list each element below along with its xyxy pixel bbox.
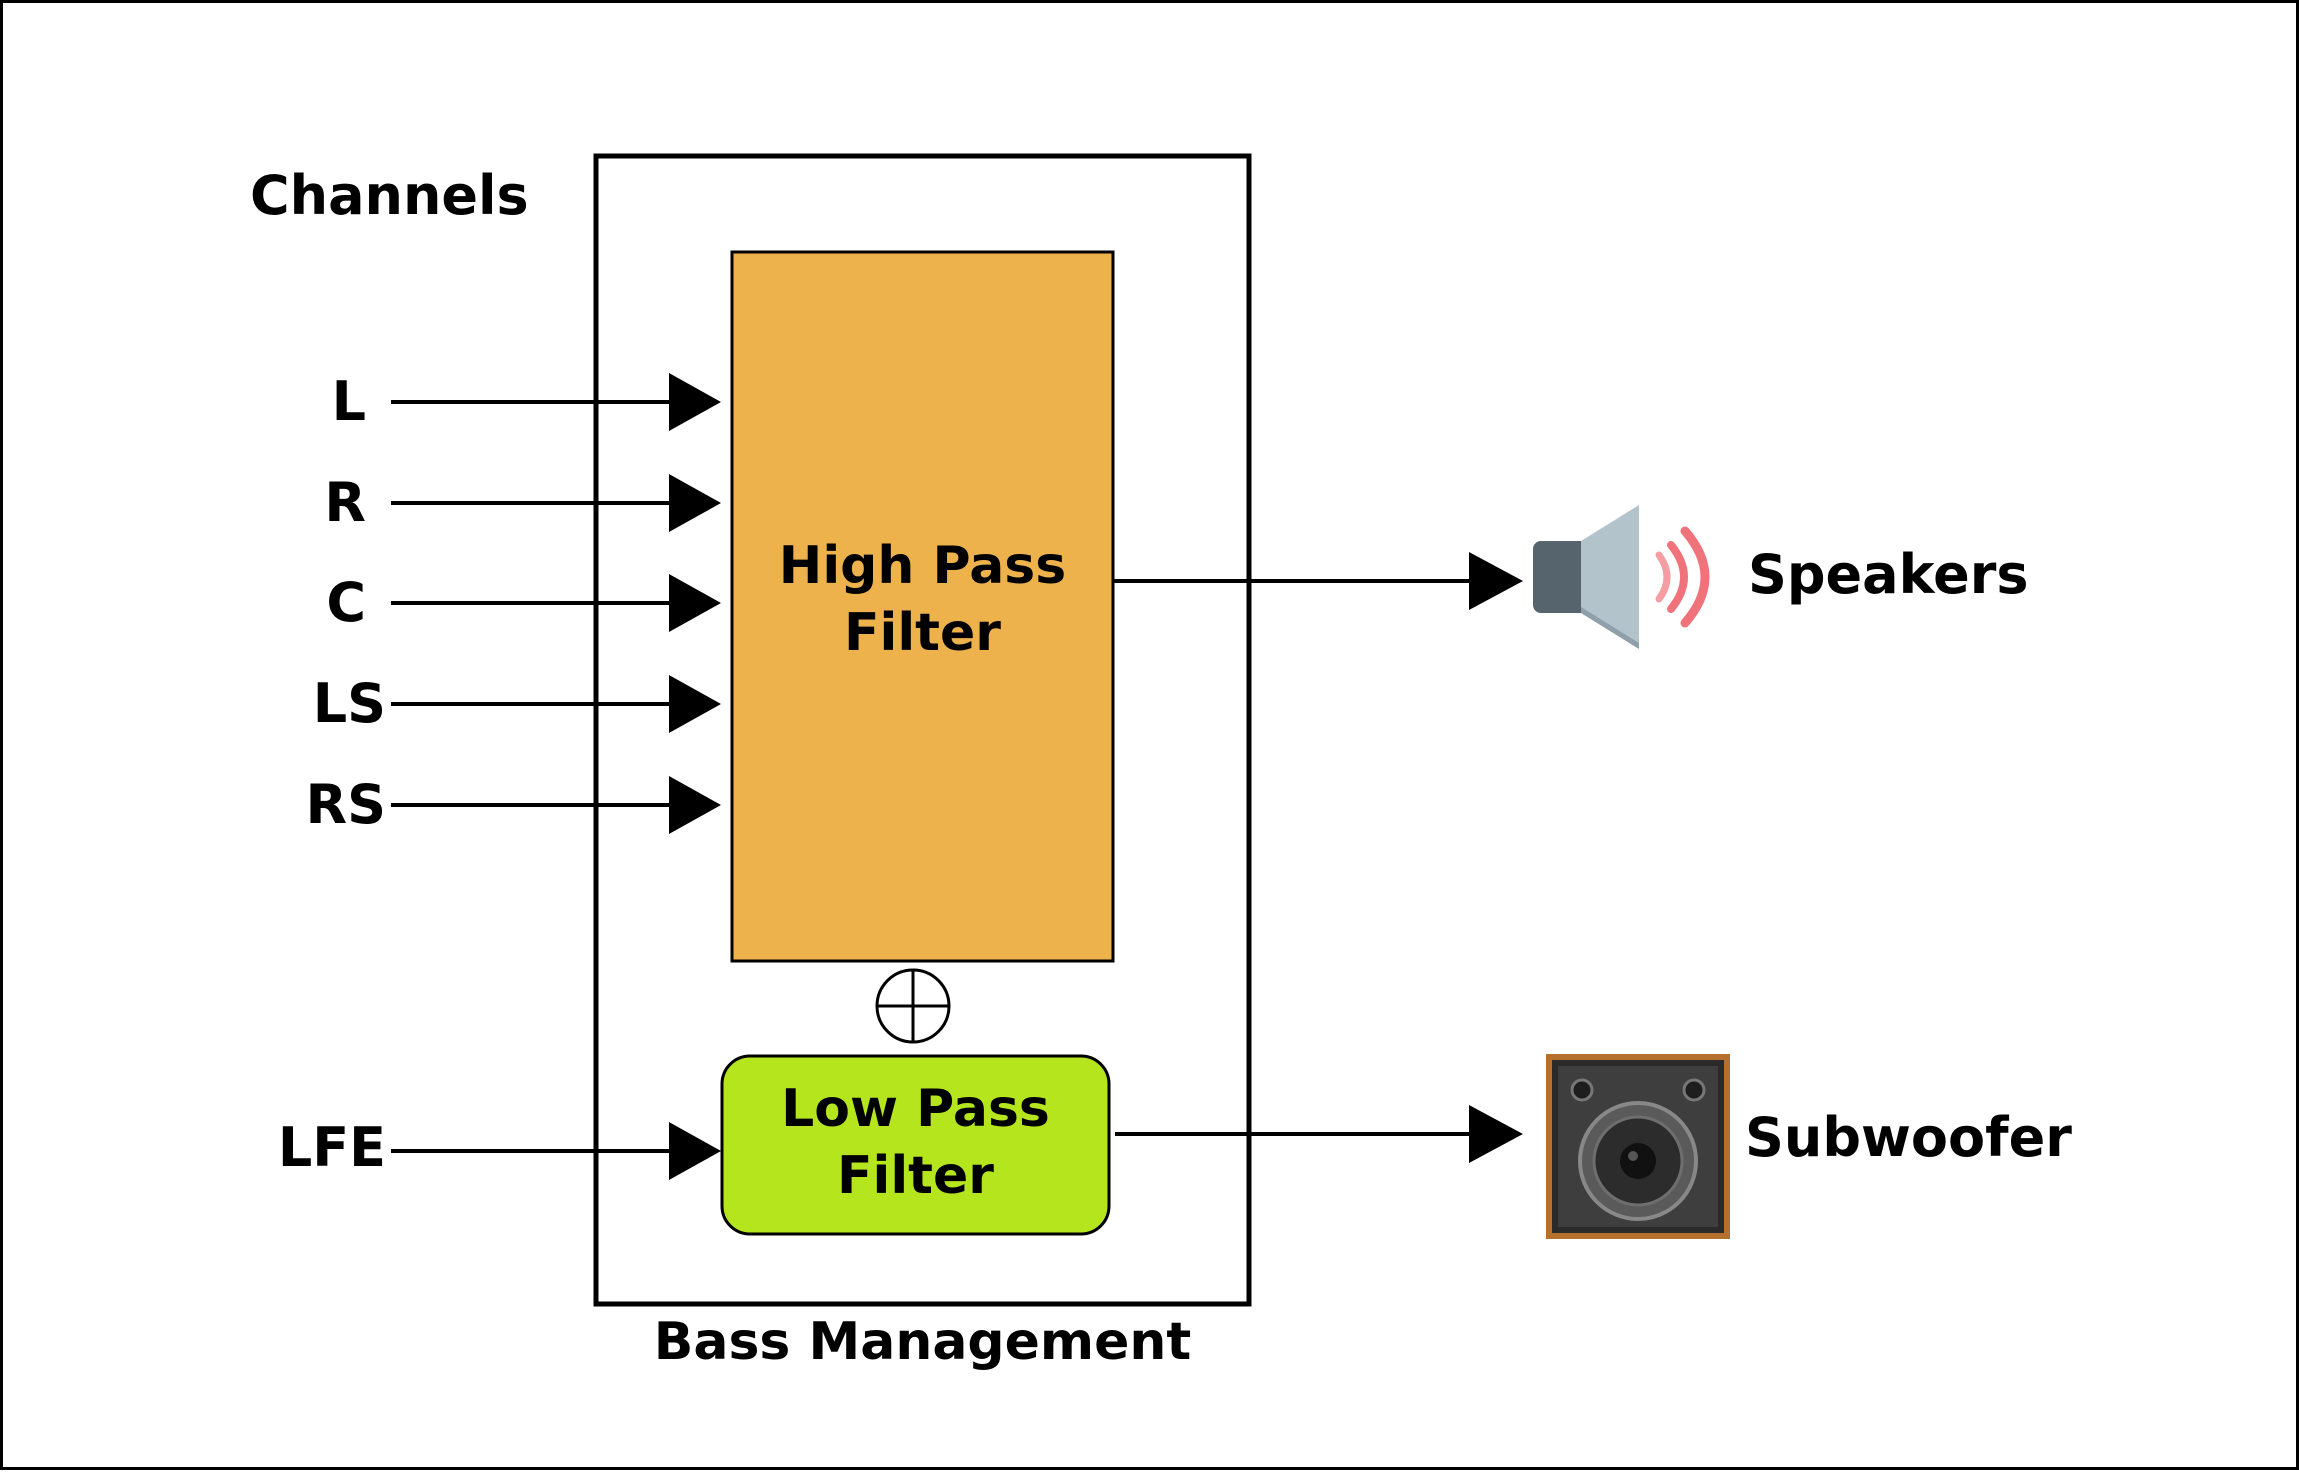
speaker-icon: [1533, 505, 1710, 649]
bass-management-label: Bass Management: [653, 1312, 1192, 1372]
bass-management-box: [593, 153, 1252, 1307]
channel-arrow-l: [391, 373, 721, 431]
channel-arrow-c: [391, 574, 721, 632]
low-pass-filter-label: Low Pass Filter: [722, 1076, 1109, 1209]
channel-arrow-ls: [391, 675, 721, 733]
channel-label-rs: RS: [305, 773, 386, 836]
diagram-graphics: [391, 153, 1730, 1307]
high-pass-output-arrow: [1113, 552, 1523, 610]
summing-junction-icon: [875, 968, 951, 1044]
channel-label-r: R: [324, 471, 366, 534]
high-pass-line1: High Pass: [778, 536, 1067, 596]
low-pass-filter-box: [720, 1054, 1111, 1236]
channel-label-ls: LS: [312, 672, 386, 735]
subwoofer-icon: [1546, 1054, 1730, 1239]
high-pass-filter-label: High Pass Filter: [732, 533, 1113, 666]
low-pass-line1: Low Pass: [781, 1079, 1050, 1139]
low-pass-output-arrow: [1115, 1105, 1523, 1163]
channel-label-c: C: [326, 571, 366, 634]
high-pass-line2: Filter: [844, 602, 1001, 663]
subwoofer-label: Subwoofer: [1745, 1106, 2072, 1169]
lfe-label: LFE: [277, 1116, 386, 1179]
channel-arrow-r: [391, 474, 721, 532]
speakers-label: Speakers: [1748, 543, 2029, 606]
high-pass-filter-box: [730, 250, 1115, 963]
channel-label-l: L: [331, 370, 366, 433]
channels-title: Channels: [250, 164, 529, 227]
channel-arrow-rs: [391, 776, 721, 834]
low-pass-line2: Filter: [837, 1145, 994, 1206]
lfe-arrow: [391, 1122, 721, 1180]
